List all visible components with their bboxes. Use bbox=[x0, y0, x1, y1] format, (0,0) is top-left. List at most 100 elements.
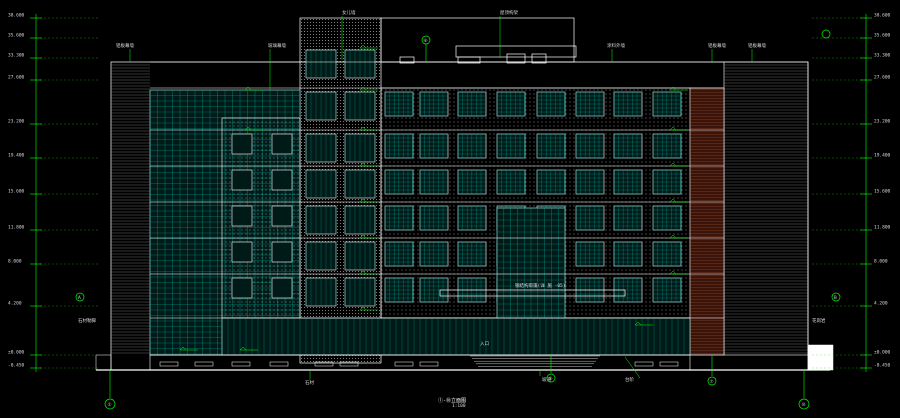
elev-marker-arrow bbox=[669, 270, 677, 275]
level-label-left: 11.800 bbox=[8, 225, 25, 231]
callout-top-left-b: 铝板幕墙 bbox=[116, 42, 134, 49]
callout-mid-a: 玻璃幕墙 bbox=[268, 42, 286, 49]
elev-marker-arrow bbox=[669, 126, 677, 131]
elev-marker-arrow bbox=[669, 86, 677, 91]
level-label-left: 38.600 bbox=[8, 13, 25, 19]
level-label-left: 23.200 bbox=[8, 119, 25, 125]
level-label-right: 19.400 bbox=[874, 153, 891, 159]
small-window bbox=[231, 277, 253, 299]
elev-marker-arrow bbox=[359, 126, 367, 131]
elev-marker-arrow bbox=[244, 86, 252, 91]
elev-marker-arrow bbox=[359, 306, 367, 311]
level-label-right: 15.600 bbox=[874, 189, 891, 195]
plinth-vent bbox=[394, 361, 414, 367]
level-label-left: 4.200 bbox=[8, 301, 22, 307]
level-label-right: 23.200 bbox=[874, 119, 891, 125]
level-label-left: 15.600 bbox=[8, 189, 25, 195]
small-window bbox=[231, 205, 253, 227]
axis-bubble-right: ⑩ bbox=[798, 398, 810, 410]
elev-marker-arrow bbox=[359, 162, 367, 167]
axis-bubble-mid-left: ⑤ bbox=[546, 373, 556, 383]
elev-marker-arrow bbox=[669, 198, 677, 203]
drawing-scale: 1:100 bbox=[452, 403, 466, 409]
plinth-vent bbox=[339, 361, 359, 367]
callout-mid-b: 涂料外墙 bbox=[607, 42, 625, 49]
small-window bbox=[271, 133, 293, 155]
svg-text:A: A bbox=[78, 295, 81, 301]
roof-block-3 bbox=[506, 53, 526, 64]
canopy bbox=[439, 289, 626, 297]
callout-bottom-c: 台阶 bbox=[625, 376, 634, 383]
level-label-right: 4.200 bbox=[874, 301, 888, 307]
levels-right: 38.600 35.600 33.300 27.600 23.200 19.400 15.6… bbox=[812, 13, 891, 372]
level-label-right: 38.600 bbox=[874, 13, 891, 19]
plinth-vent bbox=[159, 361, 179, 367]
plinth-vent bbox=[659, 361, 679, 367]
callout-top-left-a: 女儿墙 bbox=[342, 9, 356, 16]
elev-marker-arrow bbox=[179, 346, 187, 351]
roof-block-4 bbox=[531, 53, 547, 64]
elev-marker-arrow bbox=[669, 162, 677, 167]
axis-bubble-mid-right: ⑦ bbox=[707, 376, 717, 386]
elev-marker-arrow bbox=[239, 346, 247, 351]
drawing-title: ①-⑩立面图 bbox=[438, 397, 466, 404]
small-window bbox=[271, 241, 293, 263]
small-window bbox=[231, 133, 253, 155]
elev-marker-arrow bbox=[359, 198, 367, 203]
ground-storefront bbox=[221, 317, 691, 356]
level-label-right: -0.450 bbox=[874, 363, 891, 369]
elev-marker-arrow bbox=[244, 126, 252, 131]
callout-bottom-a: 石材 bbox=[305, 379, 314, 386]
callout-top-right-a: 铝板幕墙 bbox=[708, 42, 726, 49]
elev-marker-arrow bbox=[634, 321, 642, 326]
elev-marker-arrow bbox=[359, 86, 367, 91]
callout-left-bottom: 石材勒脚 bbox=[78, 317, 96, 324]
levels-left: 38.60035.60033.30027.60023.20019.40015.6… bbox=[8, 13, 100, 372]
roof-frame bbox=[455, 45, 577, 58]
level-label-left: -0.450 bbox=[8, 363, 25, 369]
level-label-right: 35.600 bbox=[874, 33, 891, 39]
callout-bottom-b: 坡道 bbox=[542, 376, 551, 383]
axis-bubble-top-mid: ⑥ bbox=[421, 35, 431, 45]
level-label-left: 8.000 bbox=[8, 259, 22, 265]
axis-bubble-right-small: B bbox=[831, 292, 841, 302]
svg-text:①: ① bbox=[108, 402, 113, 408]
elev-marker-arrow bbox=[359, 270, 367, 275]
elev-marker-arrow bbox=[359, 44, 367, 49]
elev-marker-arrow bbox=[359, 234, 367, 239]
aluminum-panel-left bbox=[111, 61, 150, 354]
level-label-left: 27.600 bbox=[8, 75, 25, 81]
svg-text:⑩: ⑩ bbox=[802, 402, 807, 408]
svg-text:B: B bbox=[834, 295, 837, 301]
callout-top-right-b: 铝板幕墙 bbox=[748, 42, 766, 49]
callout-canopy: 钢结构雨篷(详 施 -05) bbox=[515, 282, 565, 289]
level-label-left: 35.600 bbox=[8, 33, 25, 39]
small-window bbox=[271, 205, 293, 227]
right-low-block bbox=[807, 344, 834, 371]
roof-block-1 bbox=[399, 56, 415, 64]
level-label-right: 33.300 bbox=[874, 53, 891, 59]
small-window bbox=[271, 169, 293, 191]
axis-bubble-left: ① bbox=[104, 398, 116, 410]
level-label-right: 27.600 bbox=[874, 75, 891, 81]
plinth-vent bbox=[269, 361, 289, 367]
callout-entrance: 入口 bbox=[480, 341, 489, 347]
level-label-right: 11.800 bbox=[874, 225, 891, 231]
elev-marker-arrow bbox=[669, 234, 677, 239]
level-label-left: 33.300 bbox=[8, 53, 25, 59]
callout-leader bbox=[624, 356, 641, 379]
level-label-left: ±0.000 bbox=[8, 350, 25, 356]
axis-bubble-left-small: A bbox=[75, 292, 85, 302]
curtain-wall-right bbox=[723, 61, 809, 356]
small-window bbox=[271, 277, 293, 299]
left-low-block bbox=[95, 354, 112, 371]
small-window bbox=[231, 169, 253, 191]
plinth bbox=[95, 344, 834, 371]
brick-column bbox=[689, 87, 725, 356]
plinth-vent bbox=[231, 361, 251, 367]
level-label-right: 8.000 bbox=[874, 259, 888, 265]
callout-top-center: 屋顶构架 bbox=[500, 9, 518, 16]
small-window bbox=[231, 241, 253, 263]
svg-text:⑥: ⑥ bbox=[424, 38, 429, 44]
